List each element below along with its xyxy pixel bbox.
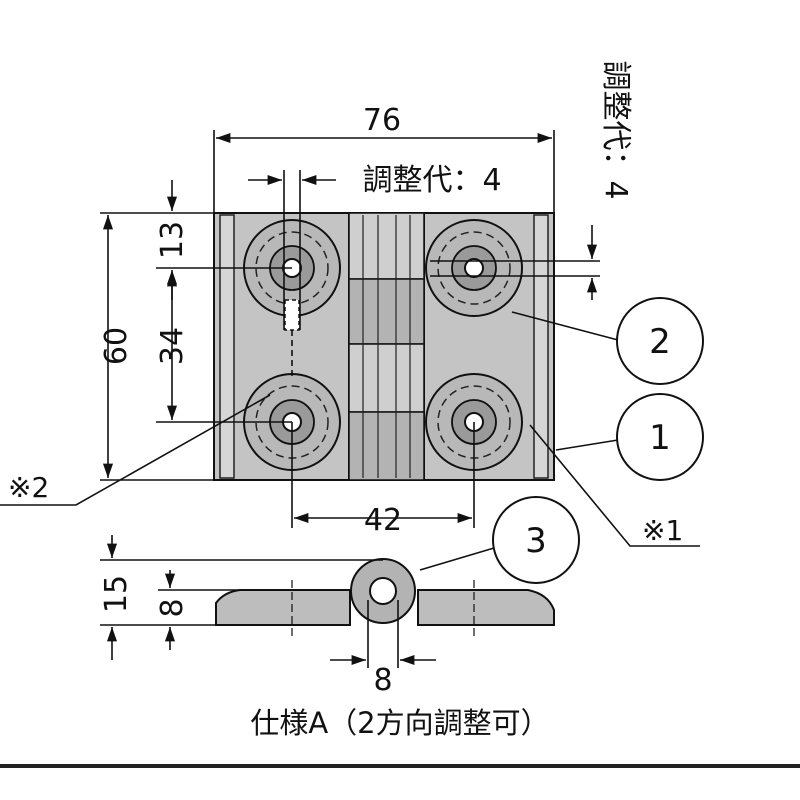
side-dimension-labels: 15 8 8 (99, 575, 393, 698)
side-dimension-lines (100, 535, 436, 668)
dim-overall-width: 76 (363, 103, 401, 138)
dim-knuckle-width: 8 (373, 663, 392, 698)
spec-caption: 仕様A（2方向調整可） (250, 706, 550, 740)
callouts: 2 1 3 ※1 ※2 (0, 297, 704, 584)
callout-1-label: 1 (649, 418, 671, 458)
dim-adjust-vertical: 調整代：4 (598, 60, 633, 199)
dim-overall-height: 60 (99, 327, 134, 365)
screw-seat-top-right (425, 219, 523, 317)
dim-side-height: 15 (99, 575, 134, 613)
hinge-side-view (215, 558, 555, 640)
dim-top-offset: 13 (155, 221, 190, 259)
left-leaf-edge (219, 214, 235, 479)
hinge-knuckle (348, 212, 425, 481)
side-plate-right (417, 589, 555, 626)
callout-2-label: 2 (649, 322, 671, 362)
adjust-slot-left (284, 299, 300, 331)
callout-1-circle (616, 393, 704, 481)
side-plate-left (215, 589, 351, 626)
hinge-top-view (213, 212, 555, 481)
note-2-label: ※2 (8, 471, 49, 504)
note-1-label: ※1 (642, 514, 683, 547)
right-leaf-edge (533, 214, 549, 479)
callout-2-circle (616, 297, 704, 385)
dim-hole-pitch-horizontal: 42 (364, 503, 402, 538)
callout-3-label: 3 (525, 521, 547, 561)
dim-plate-thickness: 8 (155, 598, 190, 617)
dim-adjust-horizontal: 調整代：4 (362, 163, 501, 198)
callout-3-circle (492, 496, 580, 584)
dimension-labels: 76 調整代：4 60 13 34 42 調整代：4 (99, 60, 633, 538)
bottom-divider (0, 764, 800, 768)
dim-hole-pitch-vertical: 34 (155, 327, 190, 365)
side-pin-hole (369, 577, 397, 605)
